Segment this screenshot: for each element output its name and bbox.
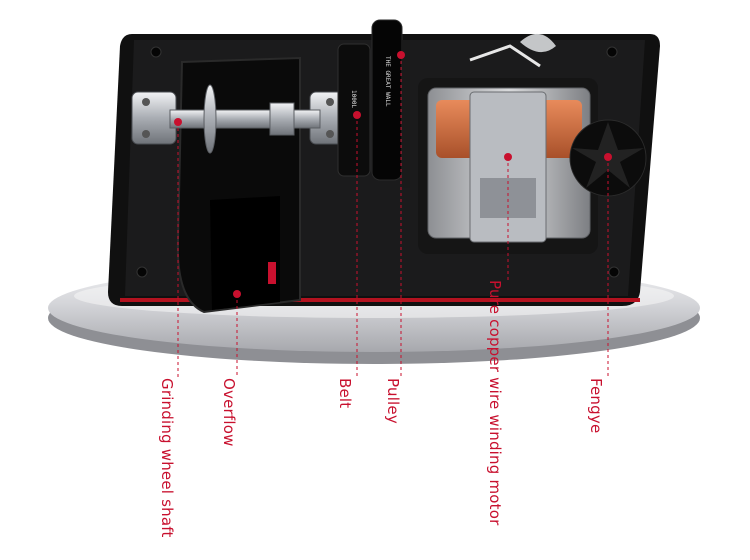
label-overflow: Overflow: [220, 378, 238, 447]
label-grinding-wheel-shaft: Grinding wheel shaft: [158, 378, 176, 538]
label-motor: Pure copper wire winding motor: [486, 280, 504, 526]
callout-lines: [177, 55, 609, 378]
callout-dots: [174, 51, 612, 298]
label-pulley: Pulley: [384, 378, 402, 424]
svg-text:1000L: 1000L: [350, 90, 357, 108]
marker-overflow: [233, 290, 241, 298]
marker-grinding-wheel-shaft: [174, 118, 182, 126]
label-belt: Belt: [336, 378, 354, 409]
marker-pulley: [397, 51, 405, 59]
marker-belt: [353, 111, 361, 119]
label-fengye: Fengye: [587, 378, 605, 434]
marker-motor: [504, 153, 512, 161]
overflow-chamber: [176, 56, 301, 314]
pulley-belt-assembly: THE GREAT WALL 1000L: [337, 19, 410, 188]
marker-fengye: [604, 153, 612, 161]
svg-text:THE GREAT WALL: THE GREAT WALL: [384, 56, 391, 107]
grinding-wheel-shaft: [131, 84, 345, 154]
